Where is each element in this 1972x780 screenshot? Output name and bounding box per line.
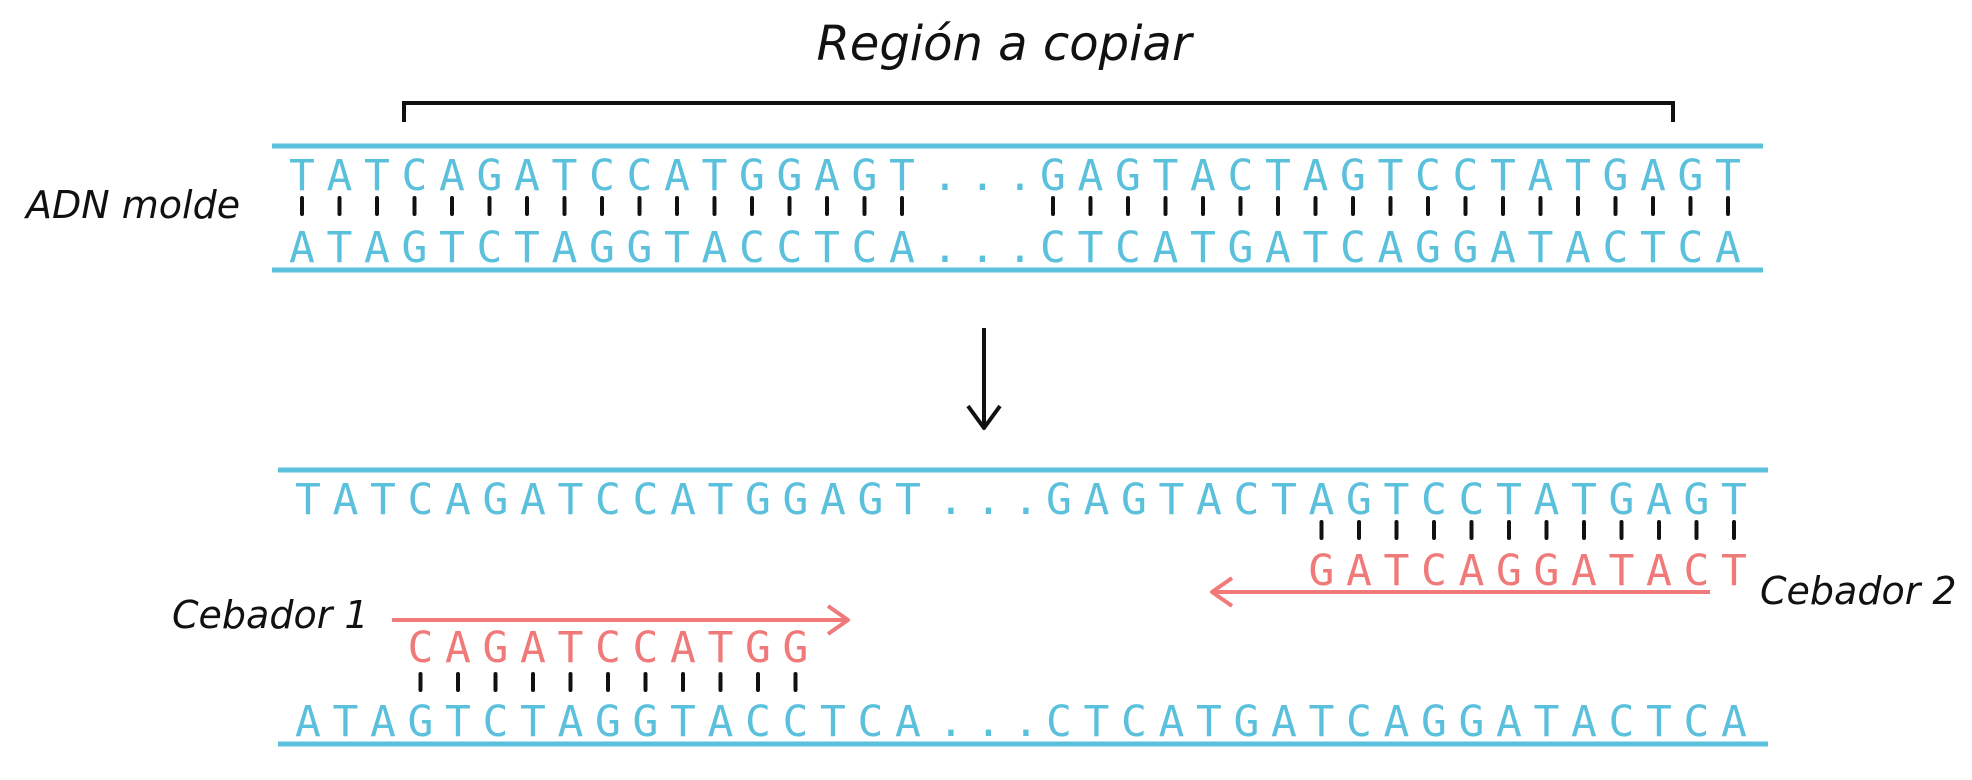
primer2-label: Cebador 2 <box>1760 569 1957 613</box>
separated-bottom-gap: ... <box>938 697 1039 747</box>
primer1-label: Cebador 1 <box>172 593 369 637</box>
primer1-direction-arrow <box>392 604 850 636</box>
separated-top-gap: ... <box>938 475 1039 525</box>
primer2-base-pair-ticks <box>1319 520 1736 540</box>
process-arrow <box>966 328 1002 430</box>
template-bottom-gap: ... <box>932 223 1033 273</box>
template-label: ADN molde <box>23 183 240 227</box>
region-title: Región a copiar <box>816 16 1194 72</box>
template-top-gap: ... <box>932 151 1033 201</box>
region-bracket <box>402 101 1675 122</box>
primer1-base-pair-ticks <box>418 672 798 692</box>
primer2-direction-arrow <box>1210 576 1710 608</box>
template-base-pair-ticks-right <box>1051 196 1730 216</box>
template-base-pair-ticks-left <box>300 196 904 216</box>
